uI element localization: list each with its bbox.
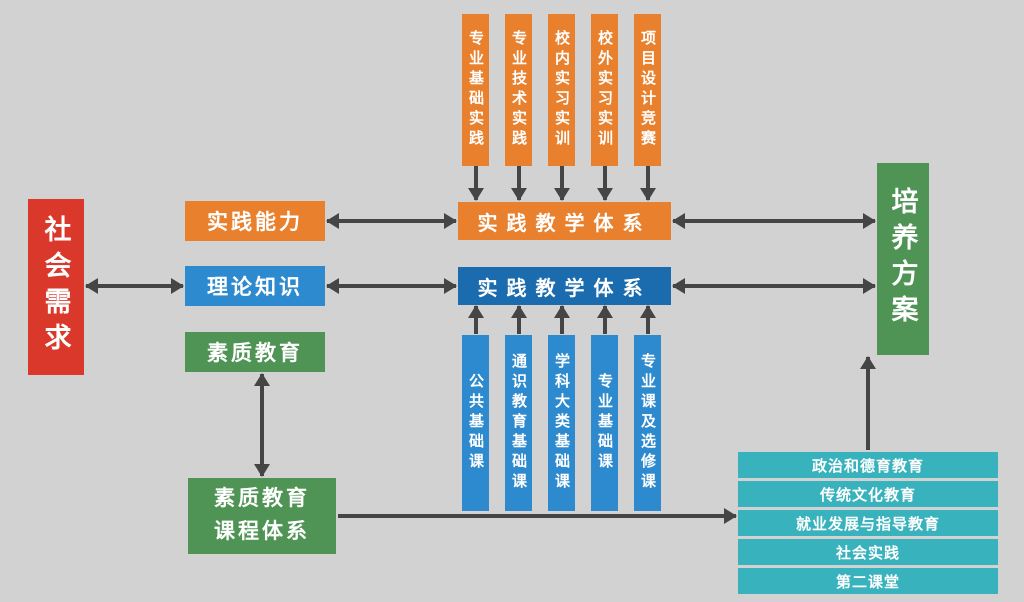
node-training-plan: 培养方案: [877, 163, 929, 355]
node-bottom-column-2-label: 通识教育基础课: [510, 353, 527, 493]
node-quality-item-4: 社会实践: [738, 539, 998, 565]
arrow-botcol-1-up: [468, 305, 484, 334]
arrow-botcol-2-up: [511, 305, 527, 334]
node-bottom-column-5-label: 专业课及选修课: [639, 353, 656, 493]
node-top-column-5: 项目设计竞赛: [634, 14, 661, 166]
arrow-botcol-3-up: [554, 305, 570, 334]
arrow-qualityitems-trainingplan: [860, 356, 876, 450]
node-quality-item-2: 传统文化教育: [738, 481, 998, 507]
arrow-topcol-1-down: [468, 166, 484, 201]
node-theory-teaching-system-label: 实践教学体系: [477, 277, 652, 300]
node-bottom-column-2: 通识教育基础课: [505, 335, 532, 511]
node-quality-education-label: 素质教育: [207, 342, 303, 365]
arrow-theory-theorysystem: [326, 278, 457, 294]
arrow-topcol-2-down: [511, 166, 527, 201]
node-top-column-1-label: 专业基础实践: [467, 30, 484, 150]
node-practical-ability-label: 实践能力: [207, 211, 303, 234]
node-bottom-column-5: 专业课及选修课: [634, 335, 661, 511]
arrow-curriculum-qualityitems: [338, 508, 737, 524]
arrow-practical-practicesystem: [326, 213, 457, 229]
node-top-column-5-label: 项目设计竞赛: [639, 30, 656, 150]
node-quality-item-3-label: 就业发展与指导教育: [795, 515, 940, 533]
node-theoretical-knowledge-label: 理论知识: [207, 276, 303, 299]
arrow-botcol-4-up: [597, 305, 613, 334]
node-top-column-1: 专业基础实践: [462, 14, 489, 166]
node-top-column-4: 校外实习实训: [591, 14, 618, 166]
node-bottom-column-3-label: 学科大类基础课: [553, 353, 570, 493]
node-practical-ability: 实践能力: [185, 201, 325, 241]
node-theory-teaching-system: 实践教学体系: [458, 267, 671, 305]
node-theoretical-knowledge: 理论知识: [185, 266, 325, 306]
node-quality-item-1-label: 政治和德育教育: [811, 457, 924, 475]
node-quality-item-5-label: 第二课堂: [835, 573, 900, 591]
node-quality-item-2-label: 传统文化教育: [819, 486, 916, 504]
node-bottom-column-1: 公共基础课: [462, 335, 489, 511]
node-bottom-column-4: 专业基础课: [591, 335, 618, 511]
node-social-needs: 社会需求: [28, 199, 84, 375]
node-quality-item-5: 第二课堂: [738, 568, 998, 594]
arrow-topcol-5-down: [640, 166, 656, 201]
arrow-theorysystem-trainingplan: [672, 278, 876, 294]
node-top-column-3-label: 校内实习实训: [553, 30, 570, 150]
node-top-column-4-label: 校外实习实训: [596, 30, 613, 150]
arrow-topcol-3-down: [554, 166, 570, 201]
node-bottom-column-1-label: 公共基础课: [467, 373, 484, 473]
arrow-topcol-4-down: [597, 166, 613, 201]
arrow-botcol-5-up: [640, 305, 656, 334]
node-quality-item-3: 就业发展与指导教育: [738, 510, 998, 536]
node-bottom-column-4-label: 专业基础课: [596, 373, 613, 473]
node-quality-curriculum: 素质教育 课程体系: [188, 478, 336, 554]
node-practice-teaching-system: 实践教学体系: [458, 202, 671, 240]
node-quality-item-1: 政治和德育教育: [738, 452, 998, 478]
node-top-column-2-label: 专业技术实践: [510, 30, 527, 150]
node-bottom-column-3: 学科大类基础课: [548, 335, 575, 511]
node-quality-curriculum-label: 素质教育 课程体系: [214, 487, 310, 543]
node-quality-education: 素质教育: [185, 332, 325, 372]
node-social-needs-label: 社会需求: [40, 215, 71, 359]
node-top-column-3: 校内实习实训: [548, 14, 575, 166]
node-training-plan-label: 培养方案: [887, 187, 918, 331]
arrow-practicesystem-trainingplan: [672, 213, 876, 229]
node-practice-teaching-system-label: 实践教学体系: [477, 212, 652, 235]
node-quality-item-4-label: 社会实践: [835, 544, 900, 562]
node-top-column-2: 专业技术实践: [505, 14, 532, 166]
arrow-quality-curriculum: [254, 373, 270, 477]
arrow-social-theory: [85, 278, 184, 294]
